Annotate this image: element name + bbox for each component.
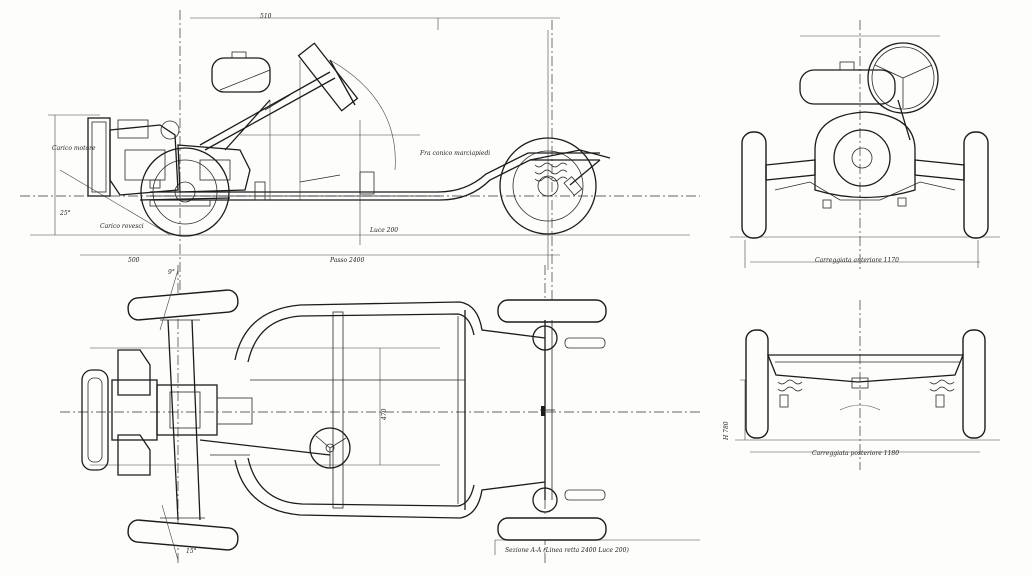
side-label-dim-top: 510: [260, 13, 272, 20]
front-view: Carreggiata anteriore 1170: [730, 20, 1000, 270]
plan-label-angle-bottom: 15°: [186, 548, 197, 555]
side-label-angle: 25°: [59, 210, 71, 217]
side-label-note-2: Carico rovesci: [100, 223, 144, 230]
side-elevation-view: Fra conico marciapiedi Passo 2400 Luce 2…: [20, 10, 700, 300]
side-label-note-1: Carico motore: [52, 145, 96, 152]
rear-label-height: H 780: [723, 421, 730, 441]
side-label-ground: Luce 200: [369, 227, 398, 234]
plan-label-note: Sezione A-A (Linea retta 2400 Luce 200): [505, 547, 629, 554]
front-label-track: Carreggiata anteriore 1170: [815, 257, 899, 264]
rear-label-track: Carreggiata posteriore 1180: [812, 450, 899, 457]
plan-label-angle-top: 9°: [168, 269, 175, 276]
plan-view: 9° 15° 470 Sezione A-A (Linea retta 2400…: [60, 265, 700, 565]
rear-view: H 780 Carreggiata posteriore 1180: [723, 300, 1000, 470]
plan-label-dim: 470: [381, 408, 388, 421]
side-label-front-dim: 500: [128, 257, 140, 264]
side-label-wheelbase: Passo 2400: [329, 257, 364, 264]
side-label-frame: Fra conico marciapiedi: [419, 150, 490, 157]
